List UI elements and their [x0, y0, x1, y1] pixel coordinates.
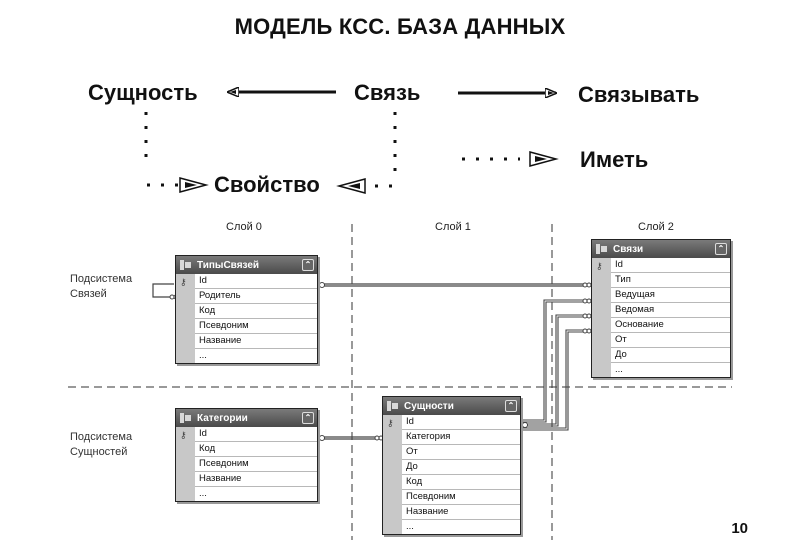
field-row[interactable]: ⚷ Id [180, 427, 317, 442]
table-icon [180, 413, 191, 423]
field-label: Псевдоним [199, 320, 249, 331]
field-label: ... [199, 488, 207, 499]
field-label: Id [199, 275, 207, 286]
key-icon: ⚷ [387, 418, 394, 428]
table-link-types[interactable]: ТипыСвязей ⌃ ⚷Id Родитель Код Псевдоним … [175, 255, 318, 364]
field-label: Название [199, 335, 242, 346]
field-row[interactable]: Псевдоним [195, 457, 317, 472]
table-categories[interactable]: Категории ⌃ ⚷ Id Код Псевдоним Название .… [175, 408, 318, 502]
field-label: Код [199, 305, 216, 316]
field-row[interactable]: От [611, 333, 730, 348]
field-row[interactable]: Категория [402, 430, 520, 445]
collapse-icon[interactable]: ⌃ [715, 243, 727, 255]
table-icon [387, 401, 398, 411]
field-row[interactable]: Тип [611, 273, 730, 288]
table-link-types-header[interactable]: ТипыСвязей ⌃ [176, 256, 317, 274]
field-row[interactable]: ⚷ Id [387, 415, 520, 430]
field-row[interactable]: Название [195, 472, 317, 487]
key-icon: ⚷ [180, 430, 187, 440]
table-icon [596, 244, 607, 254]
rel-entities-links [521, 299, 584, 431]
field-label: Ведомая [615, 304, 655, 315]
field-label: До [615, 349, 627, 360]
field-label: Псевдоним [199, 458, 249, 469]
concept-bind: Связывать [578, 82, 700, 107]
field-label: Название [199, 473, 242, 484]
field-row[interactable]: Ведомая [611, 303, 730, 318]
collapse-icon[interactable]: ⌃ [302, 412, 314, 424]
table-categories-name: Категории [197, 412, 248, 424]
table-icon [180, 260, 191, 270]
collapse-icon[interactable]: ⌃ [505, 400, 517, 412]
subsystem-links-label: Подсистема Связей [70, 272, 132, 302]
subsystem-links-line1: Подсистема [70, 273, 133, 285]
field-row[interactable]: ⚷ Id [180, 274, 317, 289]
field-row[interactable]: ... [195, 487, 317, 501]
field-label: От [615, 334, 627, 345]
field-label: Код [199, 443, 216, 454]
concept-have: Иметь [580, 147, 649, 172]
field-label: Название [406, 506, 449, 517]
table-categories-header[interactable]: Категории ⌃ [176, 409, 317, 427]
field-row[interactable]: Псевдоним [195, 319, 317, 334]
table-entities-name: Сущности [404, 400, 454, 412]
field-label: Родитель [199, 290, 241, 301]
field-label: Тип [615, 274, 631, 285]
subsystem-entities-line1: Подсистема [70, 431, 133, 443]
subsystem-entities-label: Подсистема Сущностей [70, 430, 132, 460]
layer-0-label: Слой 0 [226, 221, 262, 233]
table-link-types-name: ТипыСвязей [197, 259, 260, 271]
field-label: Код [406, 476, 423, 487]
key-icon: ⚷ [180, 277, 187, 287]
field-label: Id [615, 259, 623, 270]
field-label: Основание [615, 319, 664, 330]
field-label: ... [615, 364, 623, 375]
collapse-icon[interactable]: ⌃ [302, 259, 314, 271]
field-row[interactable]: До [402, 460, 520, 475]
field-row[interactable]: Код [195, 442, 317, 457]
concept-link: Связь [354, 80, 421, 105]
field-row[interactable]: Название [402, 505, 520, 520]
field-label: ... [406, 521, 414, 532]
concept-entity: Сущность [88, 80, 198, 105]
subsystem-entities-line2: Сущностей [70, 446, 128, 458]
field-label: Псевдоним [406, 491, 456, 502]
field-row[interactable]: ... [402, 520, 520, 534]
concept-property: Свойство [214, 172, 320, 197]
field-row[interactable]: ... [611, 363, 730, 377]
field-label: До [406, 461, 418, 472]
field-row[interactable]: Родитель [195, 289, 317, 304]
field-row[interactable]: ⚷ Id [596, 258, 730, 273]
field-row[interactable]: Код [402, 475, 520, 490]
key-icon: ⚷ [596, 261, 603, 271]
field-label: От [406, 446, 418, 457]
field-row[interactable]: До [611, 348, 730, 363]
field-label: Id [406, 416, 414, 427]
layer-2-label: Слой 2 [638, 221, 674, 233]
field-row[interactable]: Псевдоним [402, 490, 520, 505]
table-links[interactable]: Связи ⌃ ⚷ Id Тип Ведущая Ведомая Основани… [591, 239, 731, 378]
field-row[interactable]: ... [195, 349, 317, 363]
field-label: Ведущая [615, 289, 655, 300]
field-label: Категория [406, 431, 451, 442]
field-row[interactable]: Название [195, 334, 317, 349]
table-entities[interactable]: Сущности ⌃ ⚷ Id Категория От До Код Псевд… [382, 396, 521, 535]
layer-1-label: Слой 1 [435, 221, 471, 233]
table-links-name: Связи [613, 243, 644, 255]
page-number: 10 [731, 520, 748, 537]
rel-linktypes-self [152, 283, 174, 298]
slide-title: МОДЕЛЬ КСС. БАЗА ДАННЫХ [234, 14, 566, 39]
field-label: Id [199, 428, 207, 439]
table-links-header[interactable]: Связи ⌃ [592, 240, 730, 258]
table-entities-header[interactable]: Сущности ⌃ [383, 397, 520, 415]
subsystem-links-line2: Связей [70, 288, 107, 300]
field-label: ... [199, 350, 207, 361]
field-row[interactable]: Код [195, 304, 317, 319]
field-row[interactable]: Основание [611, 318, 730, 333]
field-row[interactable]: Ведущая [611, 288, 730, 303]
field-row[interactable]: От [402, 445, 520, 460]
